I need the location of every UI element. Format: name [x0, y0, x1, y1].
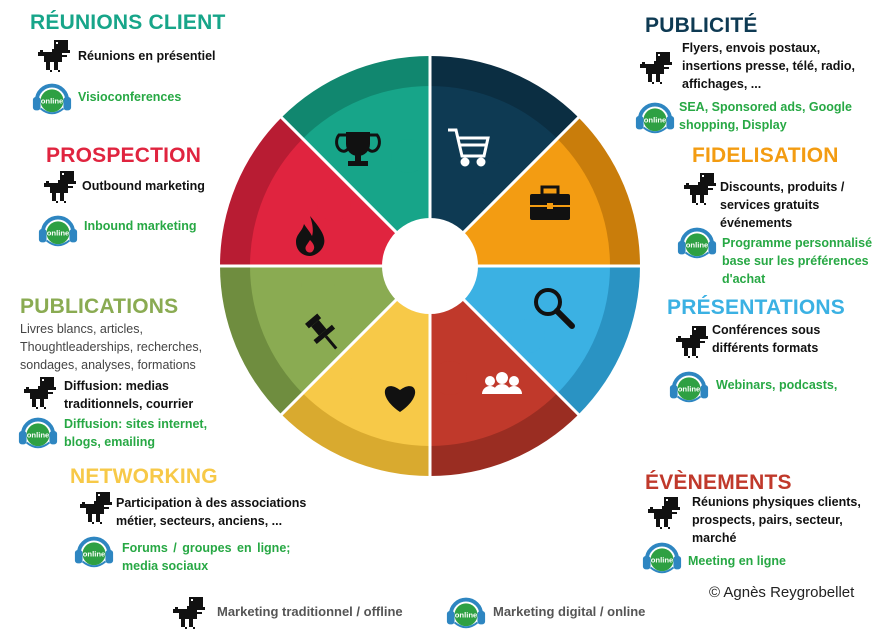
- fidelisation-online: Programme personnalisé base sur les préf…: [722, 236, 873, 286]
- legend-offline-label: Marketing traditionnel / offline: [217, 604, 403, 619]
- section-title-publications: PUBLICATIONS: [20, 295, 179, 318]
- trophy-icon: [335, 132, 381, 166]
- svg-text:online: online: [686, 241, 708, 250]
- evenements-online: Meeting en ligne: [688, 554, 786, 568]
- people-icon: [482, 372, 522, 394]
- section-title-publicite: PUBLICITÉ: [645, 14, 758, 37]
- dinosaur-icon: [676, 326, 710, 358]
- dinosaur-icon: [684, 173, 718, 205]
- reunions-offline: Réunions en présentiel: [78, 49, 216, 63]
- dinosaur-icon: [648, 497, 682, 529]
- fidelisation-offline: Discounts, produits / services gratuits …: [720, 180, 845, 230]
- presentations-online: Webinars, podcasts,: [716, 378, 838, 392]
- segment-reunions: [302, 86, 430, 266]
- section-title-reunions: RÉUNIONS CLIENT: [30, 11, 226, 34]
- prospection-offline: Outbound marketing: [82, 179, 205, 193]
- online-headset-icon: online: [31, 76, 73, 118]
- segment-publications: [250, 266, 430, 394]
- legend-online-label: Marketing digital / online: [493, 604, 646, 619]
- presentations-offline: Conférences sous différents formats: [712, 323, 821, 355]
- copyright: © Agnès Reygrobellet: [709, 584, 855, 601]
- online-headset-icon: online: [634, 95, 676, 137]
- pushpin-icon: [305, 313, 338, 350]
- dinosaur-icon: [44, 171, 78, 203]
- publications-desc: Livres blancs, articles, Thoughtleadersh…: [20, 322, 203, 372]
- online-headset-icon: online: [73, 529, 115, 571]
- dinosaur-icon: [24, 377, 58, 409]
- publications-offline: Diffusion: medias traditionnels, courrie…: [64, 379, 194, 411]
- section-title-evenements: ÉVÈNEMENTS: [645, 471, 792, 494]
- evenements-offline: Réunions physiques clients, prospects, p…: [692, 495, 861, 545]
- publicite-offline: Flyers, envois postaux, insertions press…: [682, 41, 855, 91]
- briefcase-icon: [530, 185, 570, 220]
- svg-text:online: online: [27, 431, 49, 440]
- online-headset-icon: online: [17, 410, 59, 452]
- reunions-online: Visioconferences: [78, 90, 182, 104]
- networking-online: Forums / groupes en ligne; media sociaux: [122, 541, 291, 573]
- flame-icon: [296, 216, 325, 256]
- segment-fidelisation: [430, 138, 610, 266]
- heart-icon: [384, 386, 416, 412]
- svg-text:online: online: [41, 97, 63, 106]
- svg-text:online: online: [644, 116, 666, 125]
- svg-text:online: online: [455, 611, 477, 620]
- svg-text:online: online: [83, 550, 105, 559]
- networking-offline: Participation à des associations métier,…: [116, 496, 307, 528]
- online-headset-icon: online: [668, 364, 710, 406]
- svg-text:online: online: [651, 556, 673, 565]
- online-headset-icon: online: [37, 208, 79, 250]
- online-headset-icon: online: [676, 220, 718, 262]
- section-title-presentations: PRÉSENTATIONS: [667, 296, 846, 319]
- dinosaur-icon: [38, 40, 72, 72]
- svg-text:online: online: [678, 385, 700, 394]
- online-headset-icon: online: [445, 590, 487, 632]
- prospection-online: Inbound marketing: [84, 219, 197, 233]
- dinosaur-icon: [80, 492, 114, 524]
- publicite-online: SEA, Sponsored ads, Google shopping, Dis…: [679, 100, 852, 132]
- dinosaur-icon: [173, 597, 207, 629]
- svg-text:online: online: [47, 229, 69, 238]
- shopping-cart-icon: [448, 128, 490, 167]
- section-title-prospection: PROSPECTION: [46, 144, 202, 167]
- online-headset-icon: online: [641, 535, 683, 577]
- section-title-networking: NETWORKING: [70, 465, 218, 488]
- publications-online: Diffusion: sites internet, blogs, emaili…: [64, 417, 208, 449]
- puzzle-wheel: [220, 56, 640, 476]
- section-title-fidelisation: FIDELISATION: [692, 144, 839, 167]
- dinosaur-icon: [640, 52, 674, 84]
- magnifier-icon: [534, 288, 575, 329]
- segment-evenements: [430, 266, 558, 446]
